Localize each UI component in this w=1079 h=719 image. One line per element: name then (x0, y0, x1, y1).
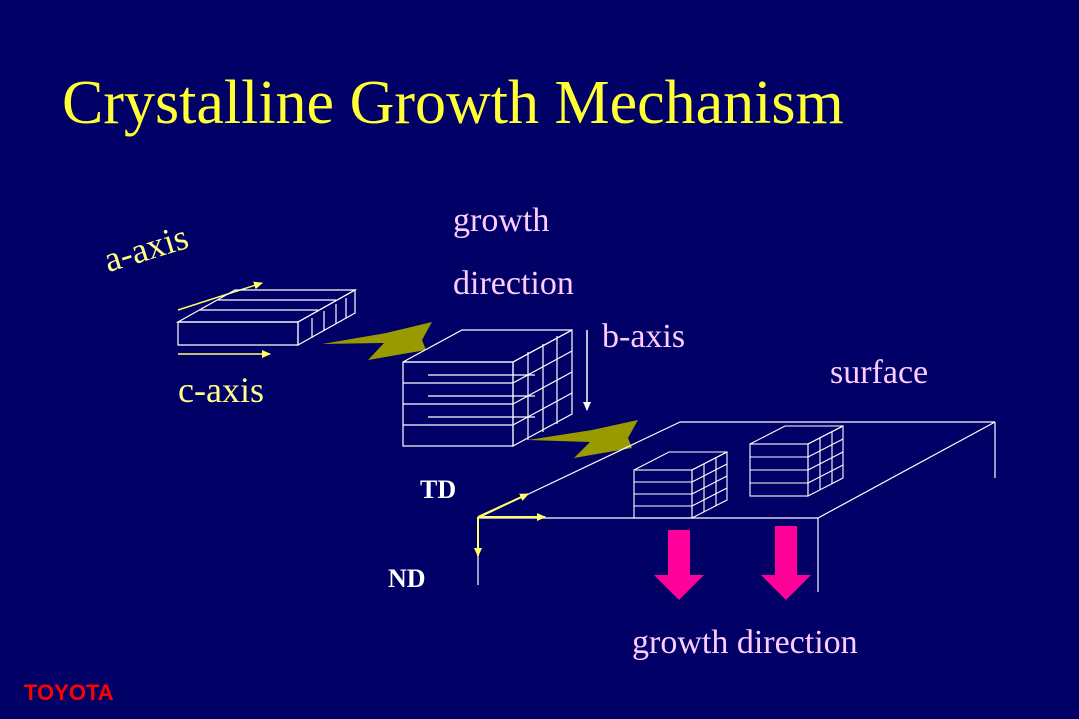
a-axis-arrow (177, 281, 263, 311)
surface-crystal-right (749, 425, 844, 497)
growth-direction-label-line1: growth (453, 202, 550, 239)
td-nd-axes (474, 493, 546, 557)
growth-arrow-right (761, 526, 811, 600)
c-axis-label: c-axis (178, 370, 264, 410)
surface-label: surface (830, 354, 929, 391)
slide-title: Crystalline Growth Mechanism (62, 69, 844, 137)
stacked-crystals (402, 328, 573, 448)
nd-label: ND (388, 564, 426, 593)
b-axis-label: b-axis (602, 318, 686, 355)
growth-direction-label-bottom: growth direction (632, 624, 858, 661)
transition-arrow-2 (528, 420, 638, 458)
growth-direction-label-line2: direction (453, 265, 574, 302)
growth-arrow-left (654, 530, 704, 600)
substrate-surface (477, 421, 996, 592)
td-label: TD (420, 475, 457, 504)
surface-crystal-left (633, 451, 728, 519)
single-crystal (175, 288, 358, 347)
transition-arrow-1 (322, 322, 432, 360)
toyota-logo-text: TOYOTA (24, 680, 114, 705)
